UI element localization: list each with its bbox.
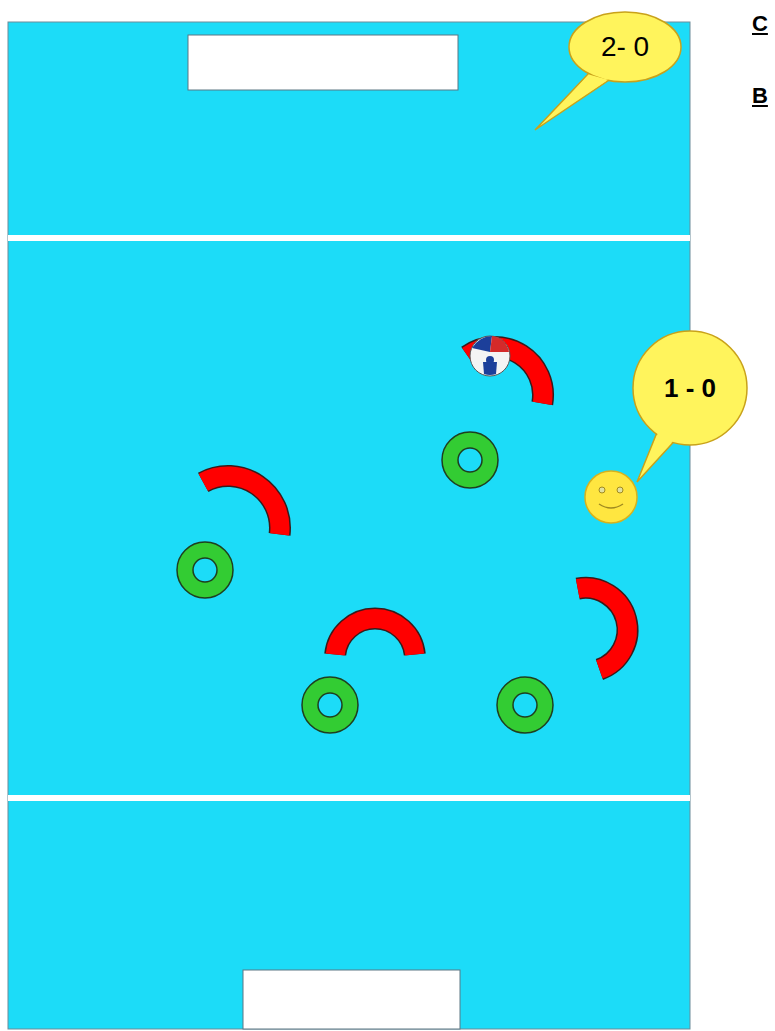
attacker-ring-hole [458, 448, 482, 472]
bubble-join [644, 428, 678, 472]
smiley-eye [599, 487, 605, 493]
attacker-ring-hole [513, 693, 537, 717]
ball-body [470, 336, 510, 376]
score-text: 2- 0 [601, 32, 649, 63]
bubble-body [633, 331, 747, 445]
court-line [8, 795, 690, 801]
smiley-face [585, 471, 637, 523]
court-floor [8, 22, 690, 1029]
score-text: 1 - 0 [664, 374, 716, 403]
ball-patch [472, 336, 492, 352]
defender-arc [578, 588, 628, 670]
bubble-body [569, 12, 681, 82]
defender-arc [335, 618, 415, 654]
bubble-join [548, 75, 608, 120]
defender-arc-outline [203, 476, 280, 534]
speech-bubble: 2- 0 [568, 11, 682, 83]
smiley-figure [585, 471, 637, 523]
attacker-ring [497, 677, 553, 733]
smiley-eye [617, 487, 623, 493]
smiley-mouth [599, 504, 623, 508]
ball-patch [490, 336, 509, 352]
attacker-rings [177, 432, 553, 733]
heading-letter: C [752, 12, 768, 36]
defender-arc-outline [335, 618, 415, 654]
defender-arc-outline [578, 588, 628, 670]
attacker-ring [302, 677, 358, 733]
attacker-ring [442, 432, 498, 488]
attacker-ring-hole [318, 693, 342, 717]
ball [470, 336, 510, 376]
defender-arcs [203, 347, 627, 669]
goal [188, 35, 458, 90]
attacker-ring [177, 542, 233, 598]
goal [243, 970, 460, 1029]
heading-letter: B [752, 84, 768, 108]
ball-valve [486, 356, 494, 364]
defender-arc [203, 476, 280, 534]
attacker-ring-hole [193, 558, 217, 582]
bubble-tail [535, 72, 612, 130]
speech-bubble: 1 - 0 [632, 330, 748, 446]
court-line [8, 235, 690, 241]
